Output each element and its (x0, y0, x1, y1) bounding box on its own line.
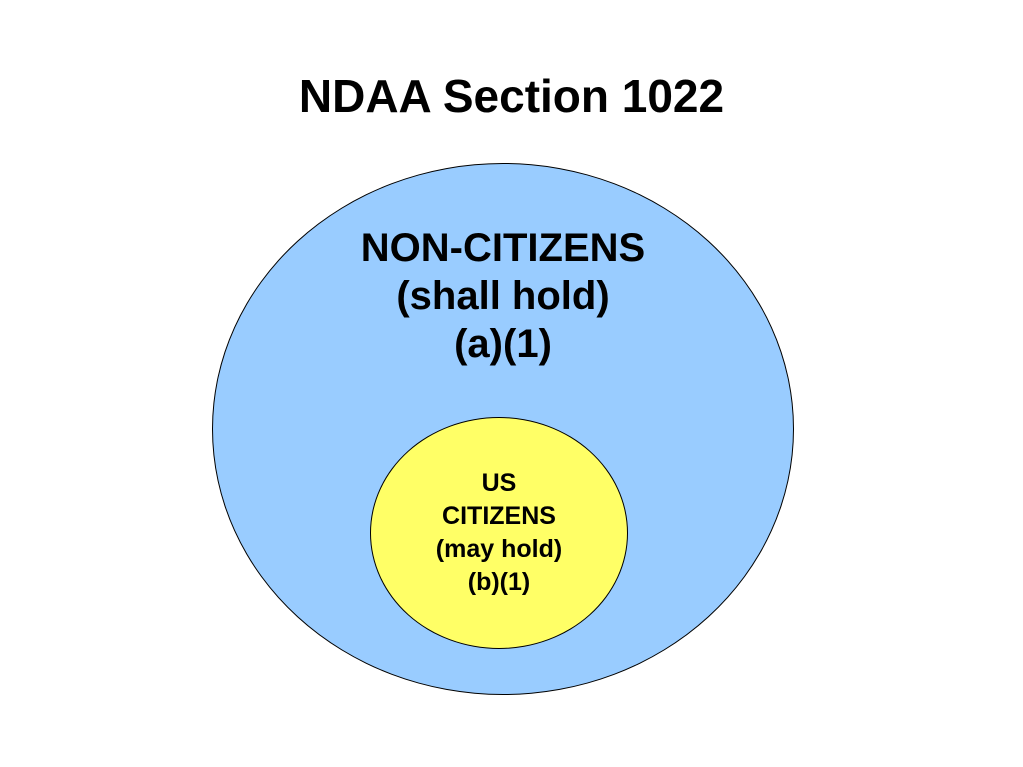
slide-title: NDAA Section 1022 (298, 70, 725, 122)
non-citizens-label-line: NON-CITIZENS (360, 226, 646, 270)
non-citizens-label-line: (shall hold) (396, 274, 610, 318)
non-citizens-label-line: (a)(1) (454, 322, 552, 366)
us-citizens-label-line: US (481, 469, 517, 497)
non-citizens-label: NON-CITIZENS (shall hold) (a)(1) (212, 224, 794, 368)
us-citizens-label-line: CITIZENS (442, 502, 556, 530)
us-citizens-label-line: (may hold) (435, 535, 563, 563)
us-citizens-label-line: (b)(1) (467, 568, 531, 596)
us-citizens-label: US CITIZENS (may hold) (b)(1) (370, 467, 628, 599)
us-citizens-circle (370, 417, 628, 649)
